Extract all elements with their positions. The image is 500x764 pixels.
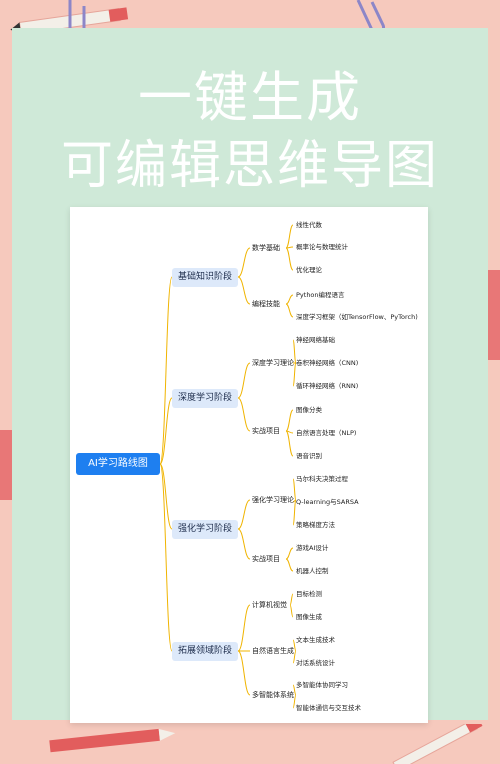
- stage-branch-connector: [237, 650, 251, 696]
- branch-node[interactable]: 编程技能: [252, 300, 280, 308]
- leaf-node[interactable]: 深度学习框架（如TensorFlow、PyTorch): [296, 312, 418, 321]
- connector-lines: [159, 224, 297, 709]
- branch-leaf-connector: [289, 604, 294, 618]
- branch-node[interactable]: 强化学习理论: [252, 496, 294, 504]
- branch-leaf-connector: [292, 478, 297, 501]
- stage-branch-connector: [237, 604, 251, 652]
- leaf-node[interactable]: 卷积神经网络（CNN): [296, 358, 359, 367]
- stage-node[interactable]: 深度学习阶段: [172, 388, 238, 408]
- branch-leaf-connector: [292, 499, 297, 526]
- branch-leaf-connector: [285, 558, 294, 572]
- branch-node[interactable]: 深度学习理论: [252, 359, 294, 367]
- leaf-node[interactable]: Python编程语言: [296, 290, 345, 299]
- leaf-node[interactable]: 神经网络基础: [296, 335, 335, 344]
- branch-leaf-connector: [285, 547, 294, 560]
- leaf-node[interactable]: 文本生成技术: [296, 635, 335, 644]
- ruler-decoration-left: [0, 430, 12, 500]
- root-stage-connector: [159, 397, 173, 465]
- headline-line-1: 一键生成: [138, 66, 362, 129]
- leaf-node[interactable]: 图像生成: [296, 612, 322, 621]
- root-stage-connector: [159, 276, 173, 465]
- leaf-node[interactable]: 目标检测: [296, 589, 322, 598]
- leaf-node[interactable]: 概率论与数理统计: [296, 242, 348, 251]
- branch-node[interactable]: 实战项目: [252, 427, 280, 435]
- leaf-node[interactable]: 语音识别: [296, 451, 322, 460]
- branch-leaf-connector: [292, 650, 297, 664]
- ruler-decoration-right: [488, 270, 500, 360]
- branch-node[interactable]: 自然语言生成: [252, 647, 294, 655]
- root-stage-connector: [159, 463, 173, 530]
- branch-leaf-connector: [292, 339, 297, 364]
- root-node[interactable]: AI学习路线图: [76, 453, 160, 475]
- branch-leaf-connector: [285, 224, 294, 249]
- pencil-decoration-bottom-right: [392, 724, 483, 764]
- branch-node[interactable]: 多智能体系统: [252, 691, 294, 699]
- mind-map: AI学习路线图 基础知识阶段 数学基础 线性代数概率论与数理统计优化理论编程技能 Py…: [70, 207, 428, 723]
- stage-branch-connector: [237, 499, 251, 530]
- leaf-node[interactable]: 循环神经网络（RNN): [296, 381, 359, 390]
- stage-branch-connector: [237, 528, 251, 560]
- stage-node[interactable]: 基础知识阶段: [172, 267, 238, 287]
- leaf-node[interactable]: 游戏AI设计: [296, 543, 329, 552]
- branch-node[interactable]: 数学基础: [252, 244, 280, 252]
- leaf-node[interactable]: 优化理论: [296, 265, 322, 274]
- stage-branch-connector: [237, 247, 251, 278]
- branch-leaf-connector: [292, 362, 297, 387]
- leaf-node[interactable]: 机器人控制: [296, 566, 329, 575]
- stage-node[interactable]: 拓展领域阶段: [172, 641, 238, 661]
- branch-node[interactable]: 计算机视觉: [252, 601, 287, 609]
- stage-branch-connector: [237, 397, 251, 432]
- branch-leaf-connector: [285, 430, 294, 457]
- branch-leaf-connector: [285, 247, 294, 271]
- branch-leaf-connector: [285, 409, 294, 432]
- branch-leaf-connector: [285, 303, 294, 318]
- pencil-decoration-bottom: [49, 728, 176, 753]
- leaf-node[interactable]: 自然语言处理（NLP): [296, 428, 357, 437]
- leaf-node[interactable]: 线性代数: [296, 220, 322, 229]
- leaf-node[interactable]: 图像分类: [296, 405, 322, 414]
- stage-branch-connector: [237, 276, 251, 305]
- branch-leaf-connector: [285, 294, 294, 305]
- leaf-node[interactable]: 马尔科夫决策过程: [296, 474, 348, 483]
- leaf-node[interactable]: 对话系统设计: [296, 658, 335, 667]
- branch-leaf-connector: [289, 593, 294, 606]
- branch-leaf-connector: [292, 694, 297, 709]
- leaf-node[interactable]: 多智能体协同学习: [296, 680, 348, 689]
- root-stage-connector: [159, 463, 173, 652]
- leaf-node[interactable]: 智能体通信与交互技术: [296, 703, 361, 712]
- stage-node[interactable]: 强化学习阶段: [172, 519, 238, 539]
- leaf-node[interactable]: 策略梯度方法: [296, 520, 335, 529]
- leaf-node[interactable]: Q-learning与SARSA: [296, 497, 359, 506]
- headline-line-2: 可编辑思维导图: [60, 136, 439, 196]
- stage-branch-connector: [237, 362, 251, 399]
- branch-node[interactable]: 实战项目: [252, 555, 280, 563]
